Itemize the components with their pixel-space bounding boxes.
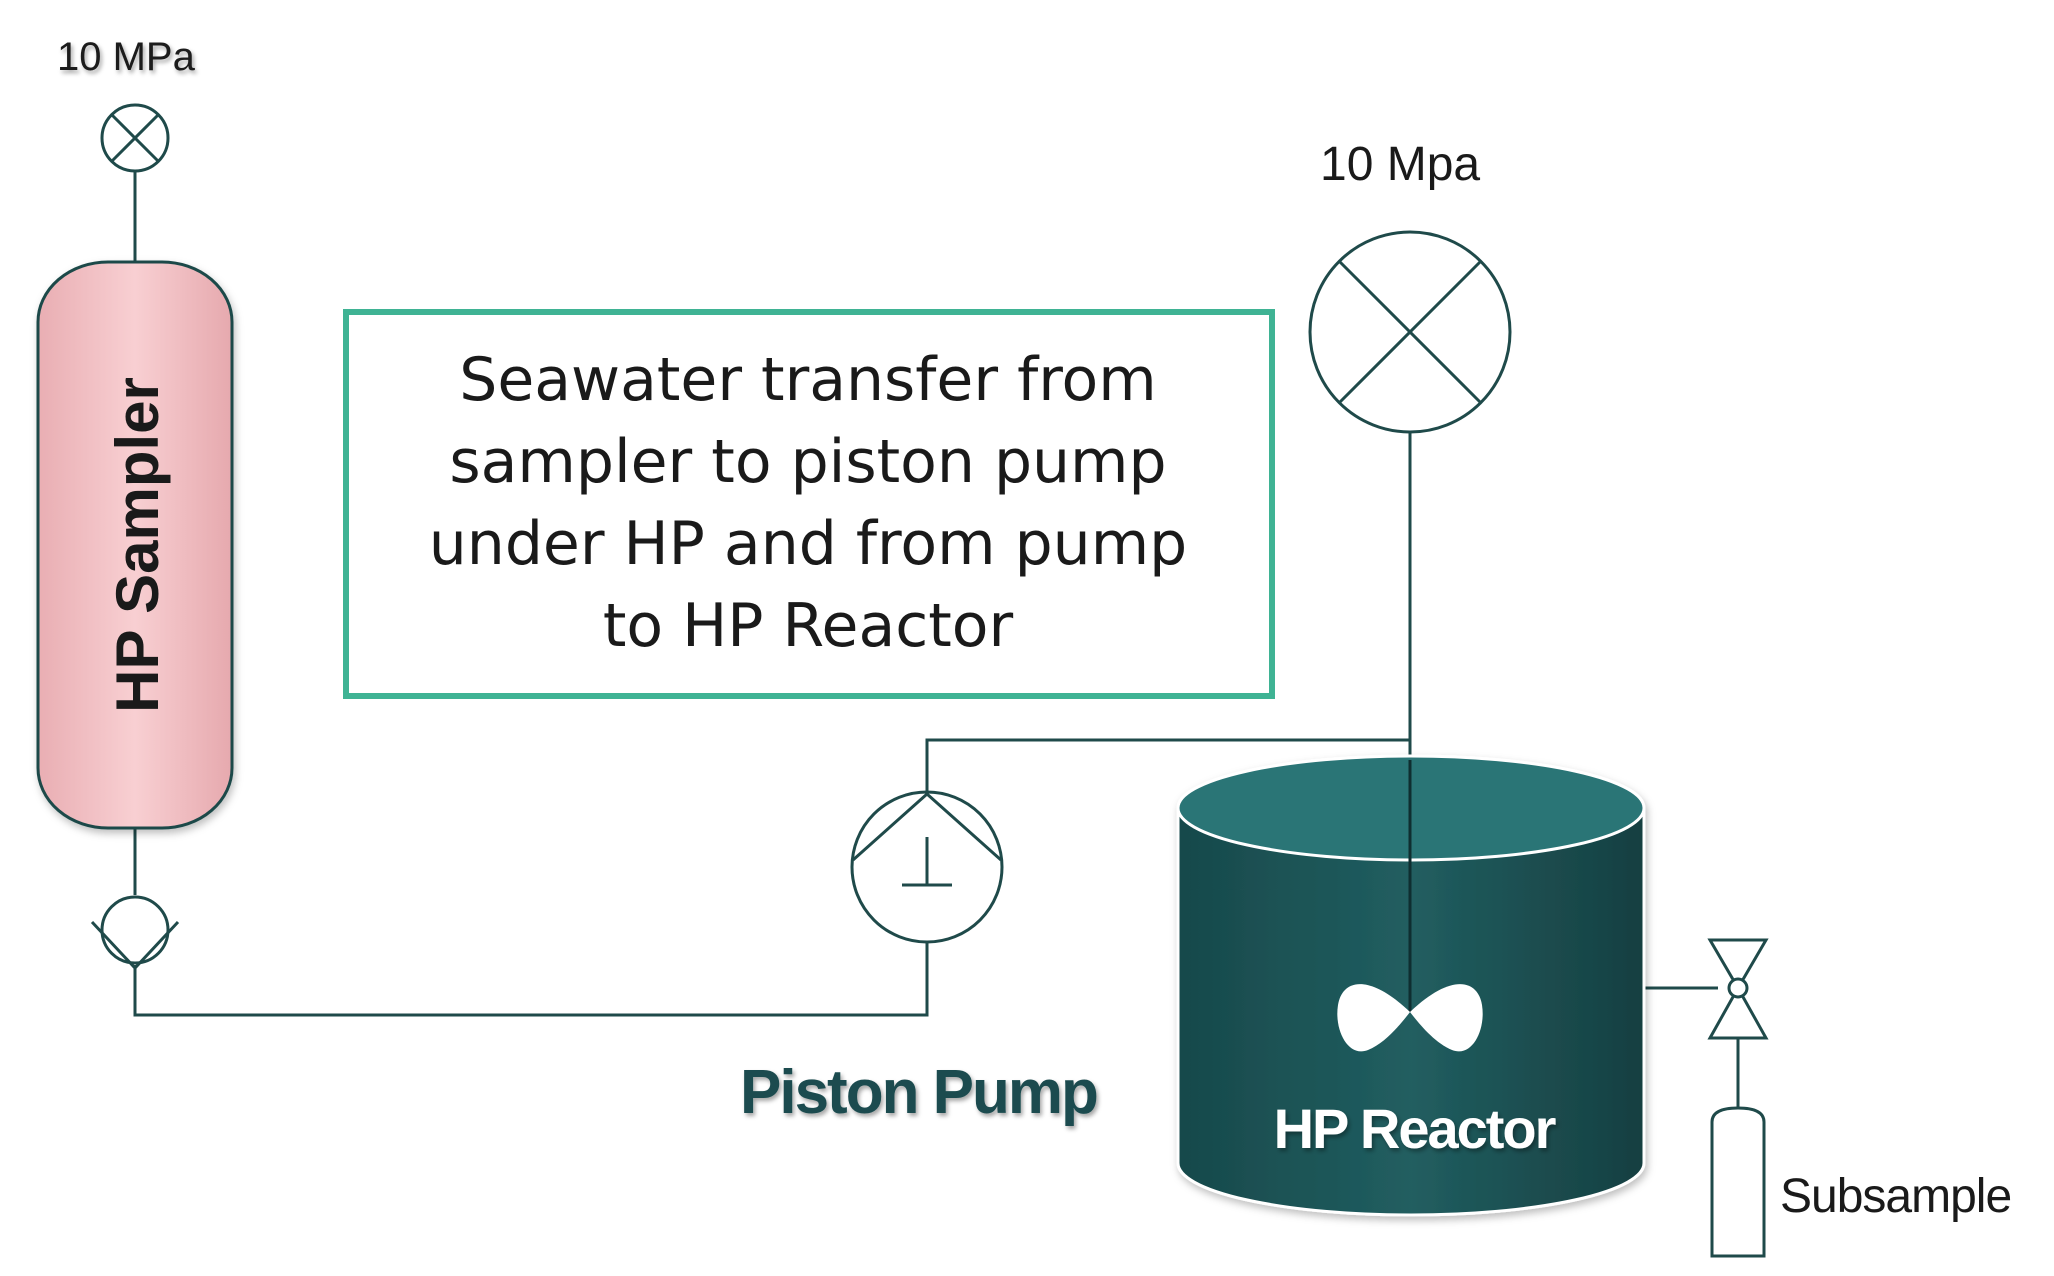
description-line-2: sampler to piston pump [449,427,1166,497]
subsample-label: Subsample [1780,1170,2011,1223]
pipe-check-to-pump [133,942,929,1017]
gauge-icon [100,103,170,173]
description-line-1: Seawater transfer from [459,345,1156,415]
gauge-icon [1308,230,1512,434]
reactor-label: HP Reactor [1274,1097,1556,1160]
sampler-label: HP Sampler [104,377,171,713]
sampler-gauge-label: 10 MPa [57,35,196,79]
pump-icon [850,790,1004,944]
impeller-icon [1337,984,1483,1052]
description-line-4: to HP Reactor [603,591,1014,661]
description-line-3: under HP and from pump [429,509,1187,579]
description-box: Seawater transfer from sampler to piston… [343,309,1275,699]
bottle-icon [1710,1106,1766,1258]
check-valve-icon [90,895,180,971]
reactor-gauge-label: 10 Mpa [1320,138,1480,191]
pipe-pump-to-reactor [925,738,1410,792]
hp-sampler [36,260,234,830]
pump-label: Piston Pump [740,1058,1097,1127]
needle-valve-icon [1707,938,1769,1040]
